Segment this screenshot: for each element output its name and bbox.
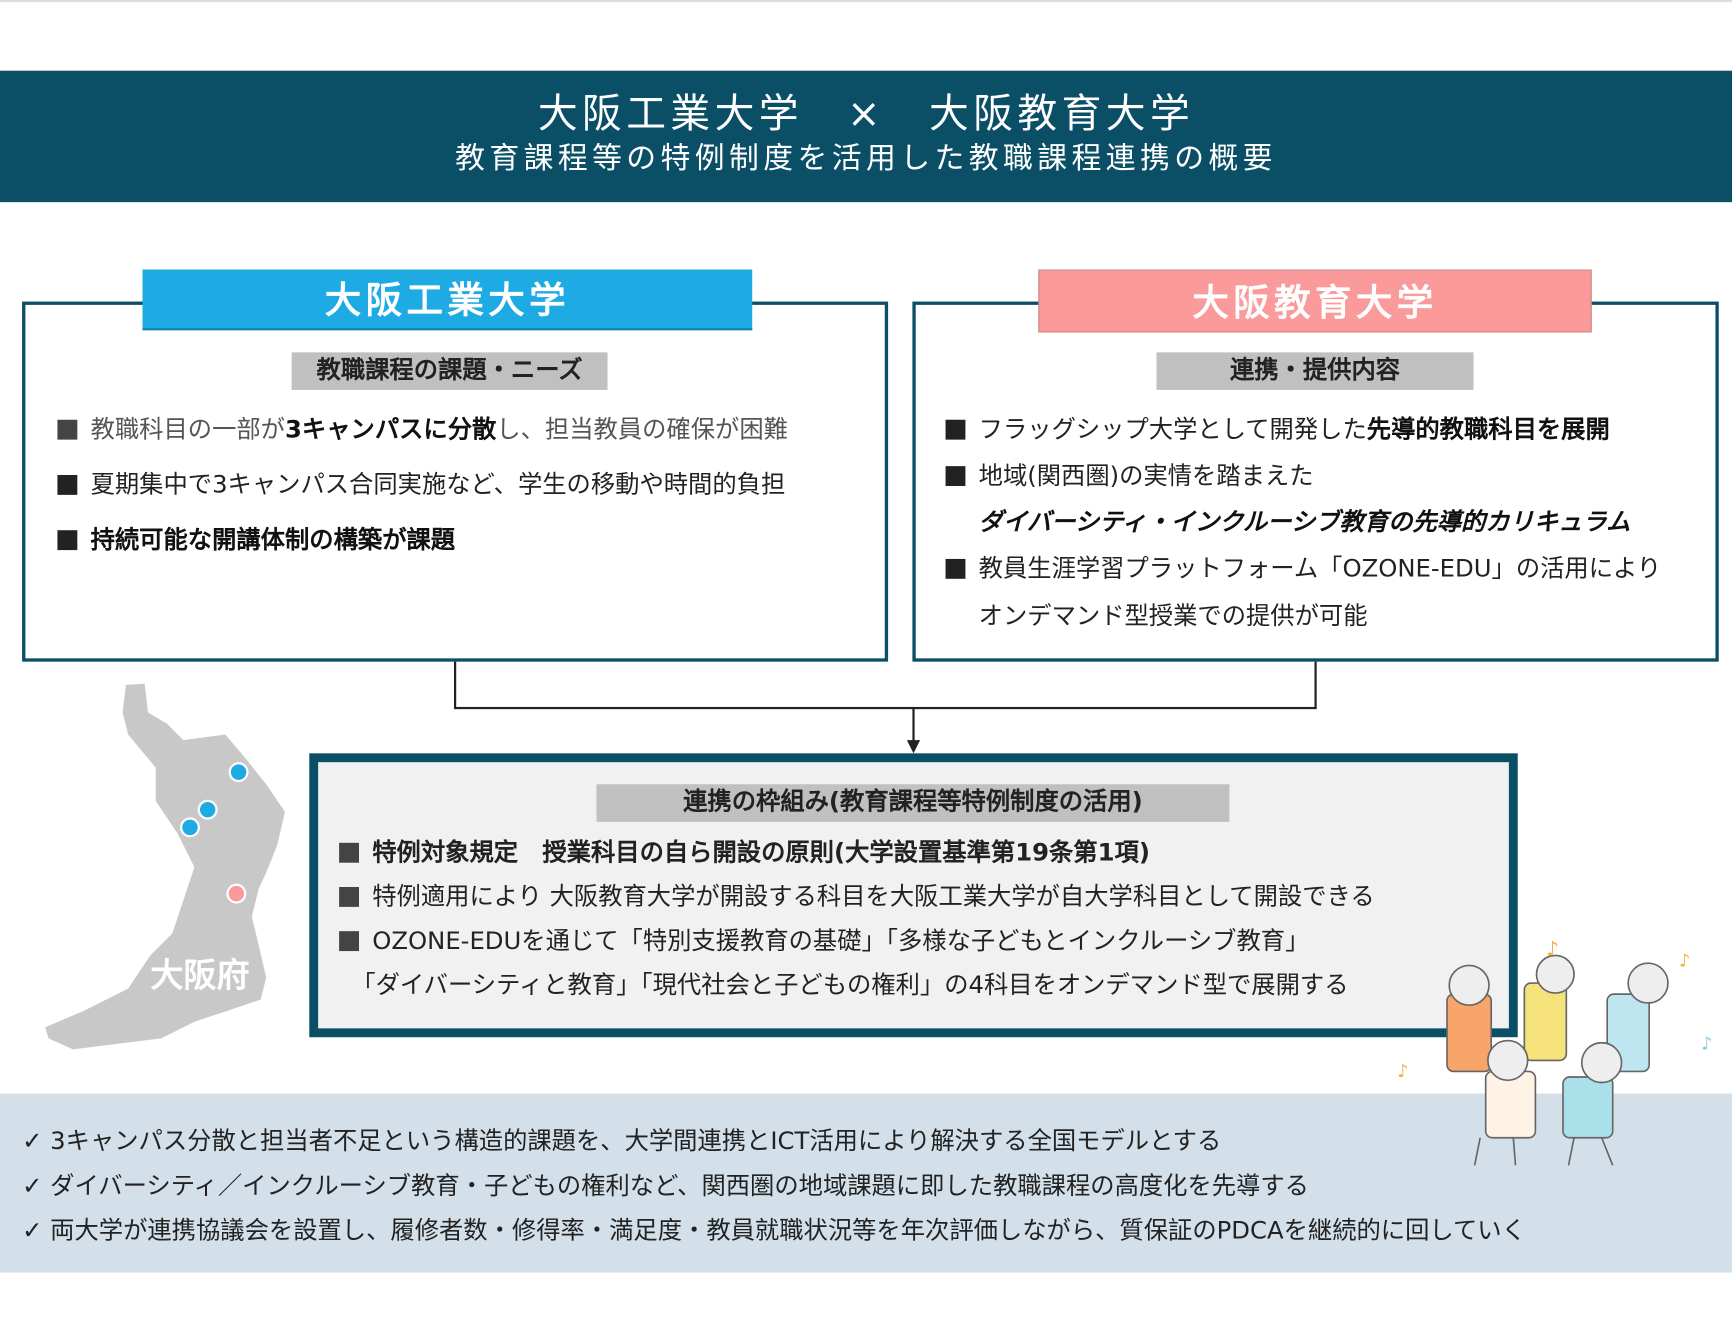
campus-dot (226, 883, 247, 904)
campus-dot (197, 799, 218, 820)
framework-item-continued: 「ダイバーシティと教育」「現代社会と子どもの権利」の4科目をオンデマンド型で展開… (351, 972, 1349, 1000)
osaka-map (45, 683, 285, 1050)
bullet-square-icon (945, 419, 966, 440)
summary-band (0, 1093, 1732, 1273)
text: フラッグシップ大学として開発した (978, 416, 1367, 445)
emphasis: ダイバーシティ・インクルーシブ教育の先導的カリキュラム (978, 509, 1631, 537)
needs-item: 夏期集中で3キャンパス合同実施など、学生の移動や時間的負担 (57, 469, 785, 502)
offer-item-continued: ダイバーシティ・インクルーシブ教育の先導的カリキュラム (979, 507, 1631, 540)
offer-item: フラッグシップ大学として開発した先導的教職科目を展開 (945, 414, 1610, 447)
svg-text:♪: ♪ (1701, 1034, 1712, 1054)
summary-item: ✓ ダイバーシティ／インクルーシブ教育・子どもの権利など、関西圏の地域課題に即し… (22, 1173, 1309, 1201)
connector-line (453, 706, 1317, 710)
children-illustration: ♪ ♪ ♪ ♪ (1397, 939, 1712, 1166)
framework-item: OZONE-EDUを通じて「特別支援教育の基礎」「多様な子どもとインクルーシブ教… (339, 926, 1309, 959)
emphasis: 先導的教職科目を展開 (1366, 416, 1610, 445)
text: OZONE-EDUを通じて「特別支援教育の基礎」「多様な子どもとインクルーシブ教… (372, 927, 1310, 956)
svg-text:♪: ♪ (1546, 939, 1559, 961)
page-subtitle: 教育課程等の特例制度を活用した教職課程連携の概要 (455, 141, 1277, 176)
page-title: 大阪工業大学 × 大阪教育大学 (537, 91, 1195, 137)
needs-item: 教職科目の一部が3キャンパスに分散し、担当教員の確保が困難 (57, 414, 788, 447)
header-banner: 大阪工業大学 × 大阪教育大学 教育課程等の特例制度を活用した教職課程連携の概要 (0, 70, 1732, 203)
campus-dot (180, 817, 200, 838)
text: 地域(関西圏)の実情を踏まえた (978, 462, 1314, 491)
bullet-square-icon (339, 931, 359, 952)
offer-heading: 連携・提供内容 (1156, 352, 1474, 390)
framework-item: 特例適用により 大阪教育大学が開設する科目を大阪工業大学が自大学科目として開設で… (339, 881, 1375, 914)
emphasis: 3キャンパスに分散 (285, 416, 497, 445)
bullet-square-icon (57, 530, 78, 551)
needs-item: 持続可能な開講体制の構築が課題 (57, 525, 455, 558)
bullet-square-icon (945, 558, 966, 579)
text: 特例適用により 大阪教育大学が開設する科目を大阪工業大学が自大学科目として開設で… (372, 883, 1375, 912)
oit-tab: 大阪工業大学 (142, 269, 753, 331)
campus-dot (228, 762, 249, 783)
framework-panel (309, 753, 1518, 1038)
text: 特例対象規定 授業科目の自ら開設の原則(大学設置基準第19条第1項) (372, 839, 1150, 868)
svg-text:♪: ♪ (1397, 1062, 1408, 1082)
svg-text:♪: ♪ (1679, 952, 1690, 972)
bullet-square-icon (57, 474, 78, 495)
needs-heading: 教職課程の課題・ニーズ (291, 352, 608, 390)
connector-line (912, 708, 915, 742)
bullet-square-icon (57, 419, 78, 440)
bullet-square-icon (339, 886, 359, 907)
offer-item-continued: オンデマンド型授業での提供が可能 (978, 603, 1368, 631)
text: 夏期集中で3キャンパス合同実施など、学生の移動や時間的負担 (90, 471, 786, 500)
framework-heading: 連携の枠組み(教育課程等特例制度の活用) (596, 784, 1230, 822)
summary-item: ✓ 3キャンパス分散と担当者不足という構造的課題を、大学間連携とICT活用により… (22, 1127, 1222, 1156)
text: 教員生涯学習プラットフォーム「OZONE-EDU」の活用により (978, 555, 1662, 584)
connector-line (453, 661, 456, 709)
map-label: 大阪府 (150, 956, 250, 996)
connector-line (1314, 661, 1317, 709)
prefecture-shape (45, 683, 285, 1050)
arrow-down-icon (906, 740, 921, 754)
framework-item: 特例対象規定 授業科目の自ら開設の原則(大学設置基準第19条第1項) (339, 837, 1150, 870)
top-divider (0, 0, 1732, 3)
text: 教職科目の一部が (90, 416, 286, 445)
oku-tab: 大阪教育大学 (1038, 269, 1592, 333)
bullet-square-icon (339, 842, 359, 863)
bullet-square-icon (945, 466, 966, 487)
emphasis: 持続可能な開講体制の構築が課題 (90, 526, 456, 555)
text: し、担当教員の確保が困難 (496, 416, 788, 445)
summary-item: ✓ 両大学が連携協議会を設置し、履修者数・修得率・満足度・教員就職状況等を年次評… (22, 1217, 1526, 1245)
offer-item: 地域(関西圏)の実情を踏まえた (945, 461, 1314, 494)
offer-item: 教員生涯学習プラットフォーム「OZONE-EDU」の活用により (945, 553, 1662, 586)
